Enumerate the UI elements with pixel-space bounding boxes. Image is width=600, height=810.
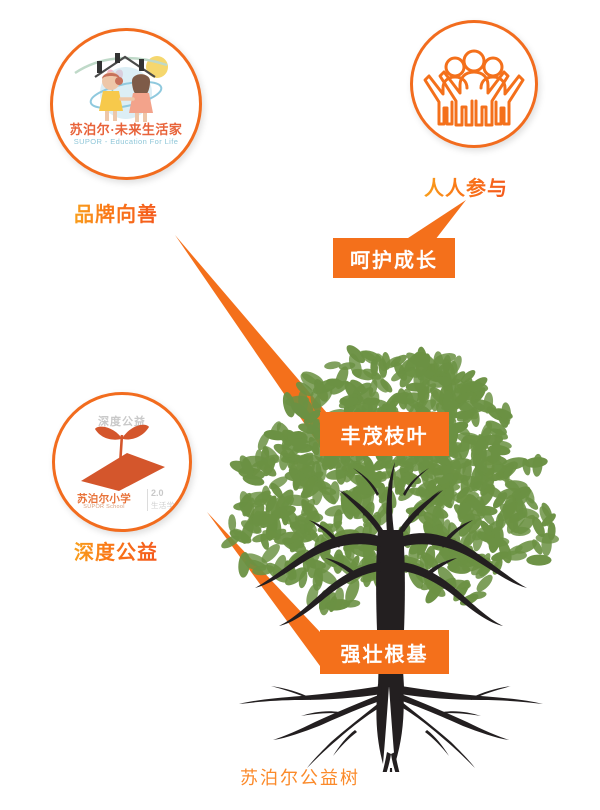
badge-caption-brand: 品牌向善 — [74, 198, 158, 227]
figure-caption: 苏泊尔公益树 — [240, 768, 360, 788]
branches — [255, 462, 527, 687]
charity-logo-sub: 生活学校 — [151, 501, 183, 510]
roots — [239, 684, 543, 810]
callout-root[interactable]: 强壮根基 — [320, 630, 449, 674]
callout-care[interactable]: 呵护成长 — [333, 238, 455, 278]
charity-logo-cn: 苏泊尔小学 — [77, 494, 131, 505]
badge-charity-logo[interactable]: 深度公益 苏泊尔小学 SUPOR School 2.0 生活学校 — [52, 392, 192, 532]
brand-logo-en: SUPOR - Education For Life — [73, 137, 179, 146]
badge-caption-charity: 深度公益 — [74, 536, 158, 565]
three-people-raised-arms-icon — [423, 49, 525, 127]
brand-logo-cn: 苏泊尔·未来生活家 — [69, 122, 183, 137]
charity-logo-version: 2.0 — [151, 488, 164, 498]
charity-tree-illustration — [215, 282, 565, 810]
canopy-leaves — [221, 345, 559, 616]
callout-leaf[interactable]: 丰茂枝叶 — [320, 412, 449, 456]
brand-logo-artwork — [74, 53, 168, 122]
charity-logo-heading: 深度公益 — [98, 416, 146, 428]
badge-people-icon[interactable] — [410, 20, 538, 148]
badge-caption-people: 人人参与 — [424, 172, 508, 201]
badge-brand-logo[interactable]: 苏泊尔·未来生活家 SUPOR - Education For Life — [50, 28, 202, 180]
charity-logo-en: SUPOR School — [83, 504, 125, 510]
sprout-seedling-icon — [81, 424, 165, 491]
charity-logo-divider — [147, 489, 148, 511]
